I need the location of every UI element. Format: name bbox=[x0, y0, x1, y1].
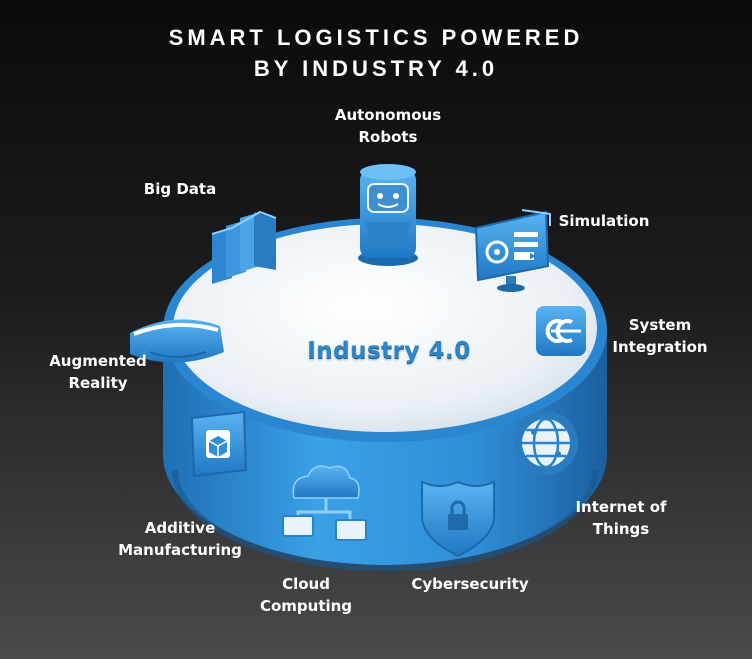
robot-icon bbox=[358, 164, 418, 266]
label-system-integration: System Integration bbox=[612, 314, 707, 358]
cloud-network-icon bbox=[282, 465, 367, 541]
disc-bottom-shadow bbox=[172, 469, 598, 571]
title-line-1: SMART LOGISTICS POWERED bbox=[168, 25, 584, 50]
label-simulation: Simulation bbox=[559, 210, 650, 232]
3d-printer-icon bbox=[190, 410, 248, 478]
label-line: Cybersecurity bbox=[411, 575, 529, 593]
label-line: System bbox=[628, 316, 692, 334]
label-augmented-reality: Augmented Reality bbox=[49, 350, 147, 394]
label-cloud-computing: Cloud Computing bbox=[260, 573, 352, 617]
diagram-title: SMART LOGISTICS POWERED BY INDUSTRY 4.0 bbox=[0, 22, 752, 84]
label-line: Things bbox=[592, 520, 650, 538]
label-cybersecurity: Cybersecurity bbox=[411, 573, 528, 595]
ar-headset-icon bbox=[130, 319, 224, 363]
label-line: Autonomous bbox=[334, 106, 442, 124]
label-big-data: Big Data bbox=[144, 178, 216, 200]
label-line: Internet of bbox=[575, 498, 667, 516]
label-line: Reality bbox=[68, 374, 128, 392]
server-stack-icon bbox=[211, 210, 277, 284]
title-line-2: BY INDUSTRY 4.0 bbox=[253, 56, 499, 81]
simulation-monitor-icon bbox=[474, 209, 551, 292]
label-line: Simulation bbox=[558, 212, 650, 230]
label-line: Robots bbox=[358, 128, 418, 146]
label-line: Big Data bbox=[143, 180, 217, 198]
label-additive-manufacturing: Additive Manufacturing bbox=[118, 517, 242, 561]
label-line: Manufacturing bbox=[118, 541, 242, 559]
label-line: Additive bbox=[144, 519, 216, 537]
label-line: Integration bbox=[612, 338, 708, 356]
label-line: Cloud bbox=[282, 575, 330, 593]
label-internet-of-things: Internet of Things bbox=[575, 496, 666, 540]
globe-network-icon bbox=[514, 411, 578, 475]
integration-icon bbox=[536, 306, 586, 356]
label-line: Augmented bbox=[49, 352, 147, 370]
center-label: Industry 4.0 bbox=[307, 338, 471, 364]
shield-lock-icon bbox=[421, 480, 495, 558]
label-autonomous-robots: Autonomous Robots bbox=[335, 104, 441, 148]
label-line: Computing bbox=[259, 597, 353, 615]
